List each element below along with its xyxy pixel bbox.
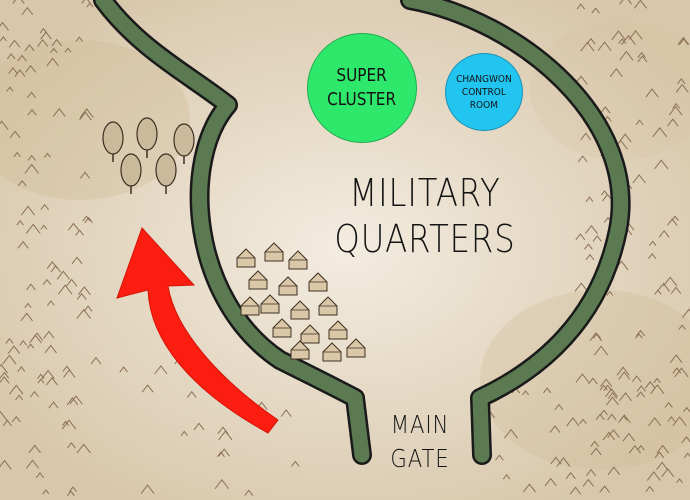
tree-icon [102, 117, 195, 194]
military-quarters-label: MILITARY QUARTERS [334, 171, 516, 261]
house-icon [248, 270, 268, 290]
house-icon [236, 242, 366, 362]
house-icon [328, 320, 348, 340]
tree-icon [155, 153, 177, 194]
house-icon [322, 342, 342, 362]
tree-icon [136, 117, 158, 158]
red-arrow-icon [116, 227, 279, 434]
house-icon [264, 242, 284, 262]
house-icon [236, 248, 256, 268]
house-icon [278, 276, 298, 296]
military-wall [93, 0, 631, 465]
house-icon [240, 296, 260, 316]
house-icon [260, 294, 280, 314]
house-icon [308, 272, 328, 292]
house-icon [290, 300, 310, 320]
tree-icon [102, 121, 124, 162]
super-cluster-label: SUPER CLUSTER [327, 65, 397, 110]
house-icon [290, 340, 310, 360]
control-room-label: CHANGWON CONTROL ROOM [456, 73, 512, 111]
house-icon [318, 296, 338, 316]
tree-icon [120, 153, 142, 194]
house-icon [346, 338, 366, 358]
main-gate-label: MAIN GATE [390, 410, 450, 473]
super-cluster-marker[interactable]: SUPER CLUSTER [307, 33, 417, 143]
changwon-control-room-marker[interactable]: CHANGWON CONTROL ROOM [445, 53, 523, 131]
house-icon [272, 318, 292, 338]
house-icon [288, 250, 308, 270]
tree-icon [173, 123, 195, 164]
